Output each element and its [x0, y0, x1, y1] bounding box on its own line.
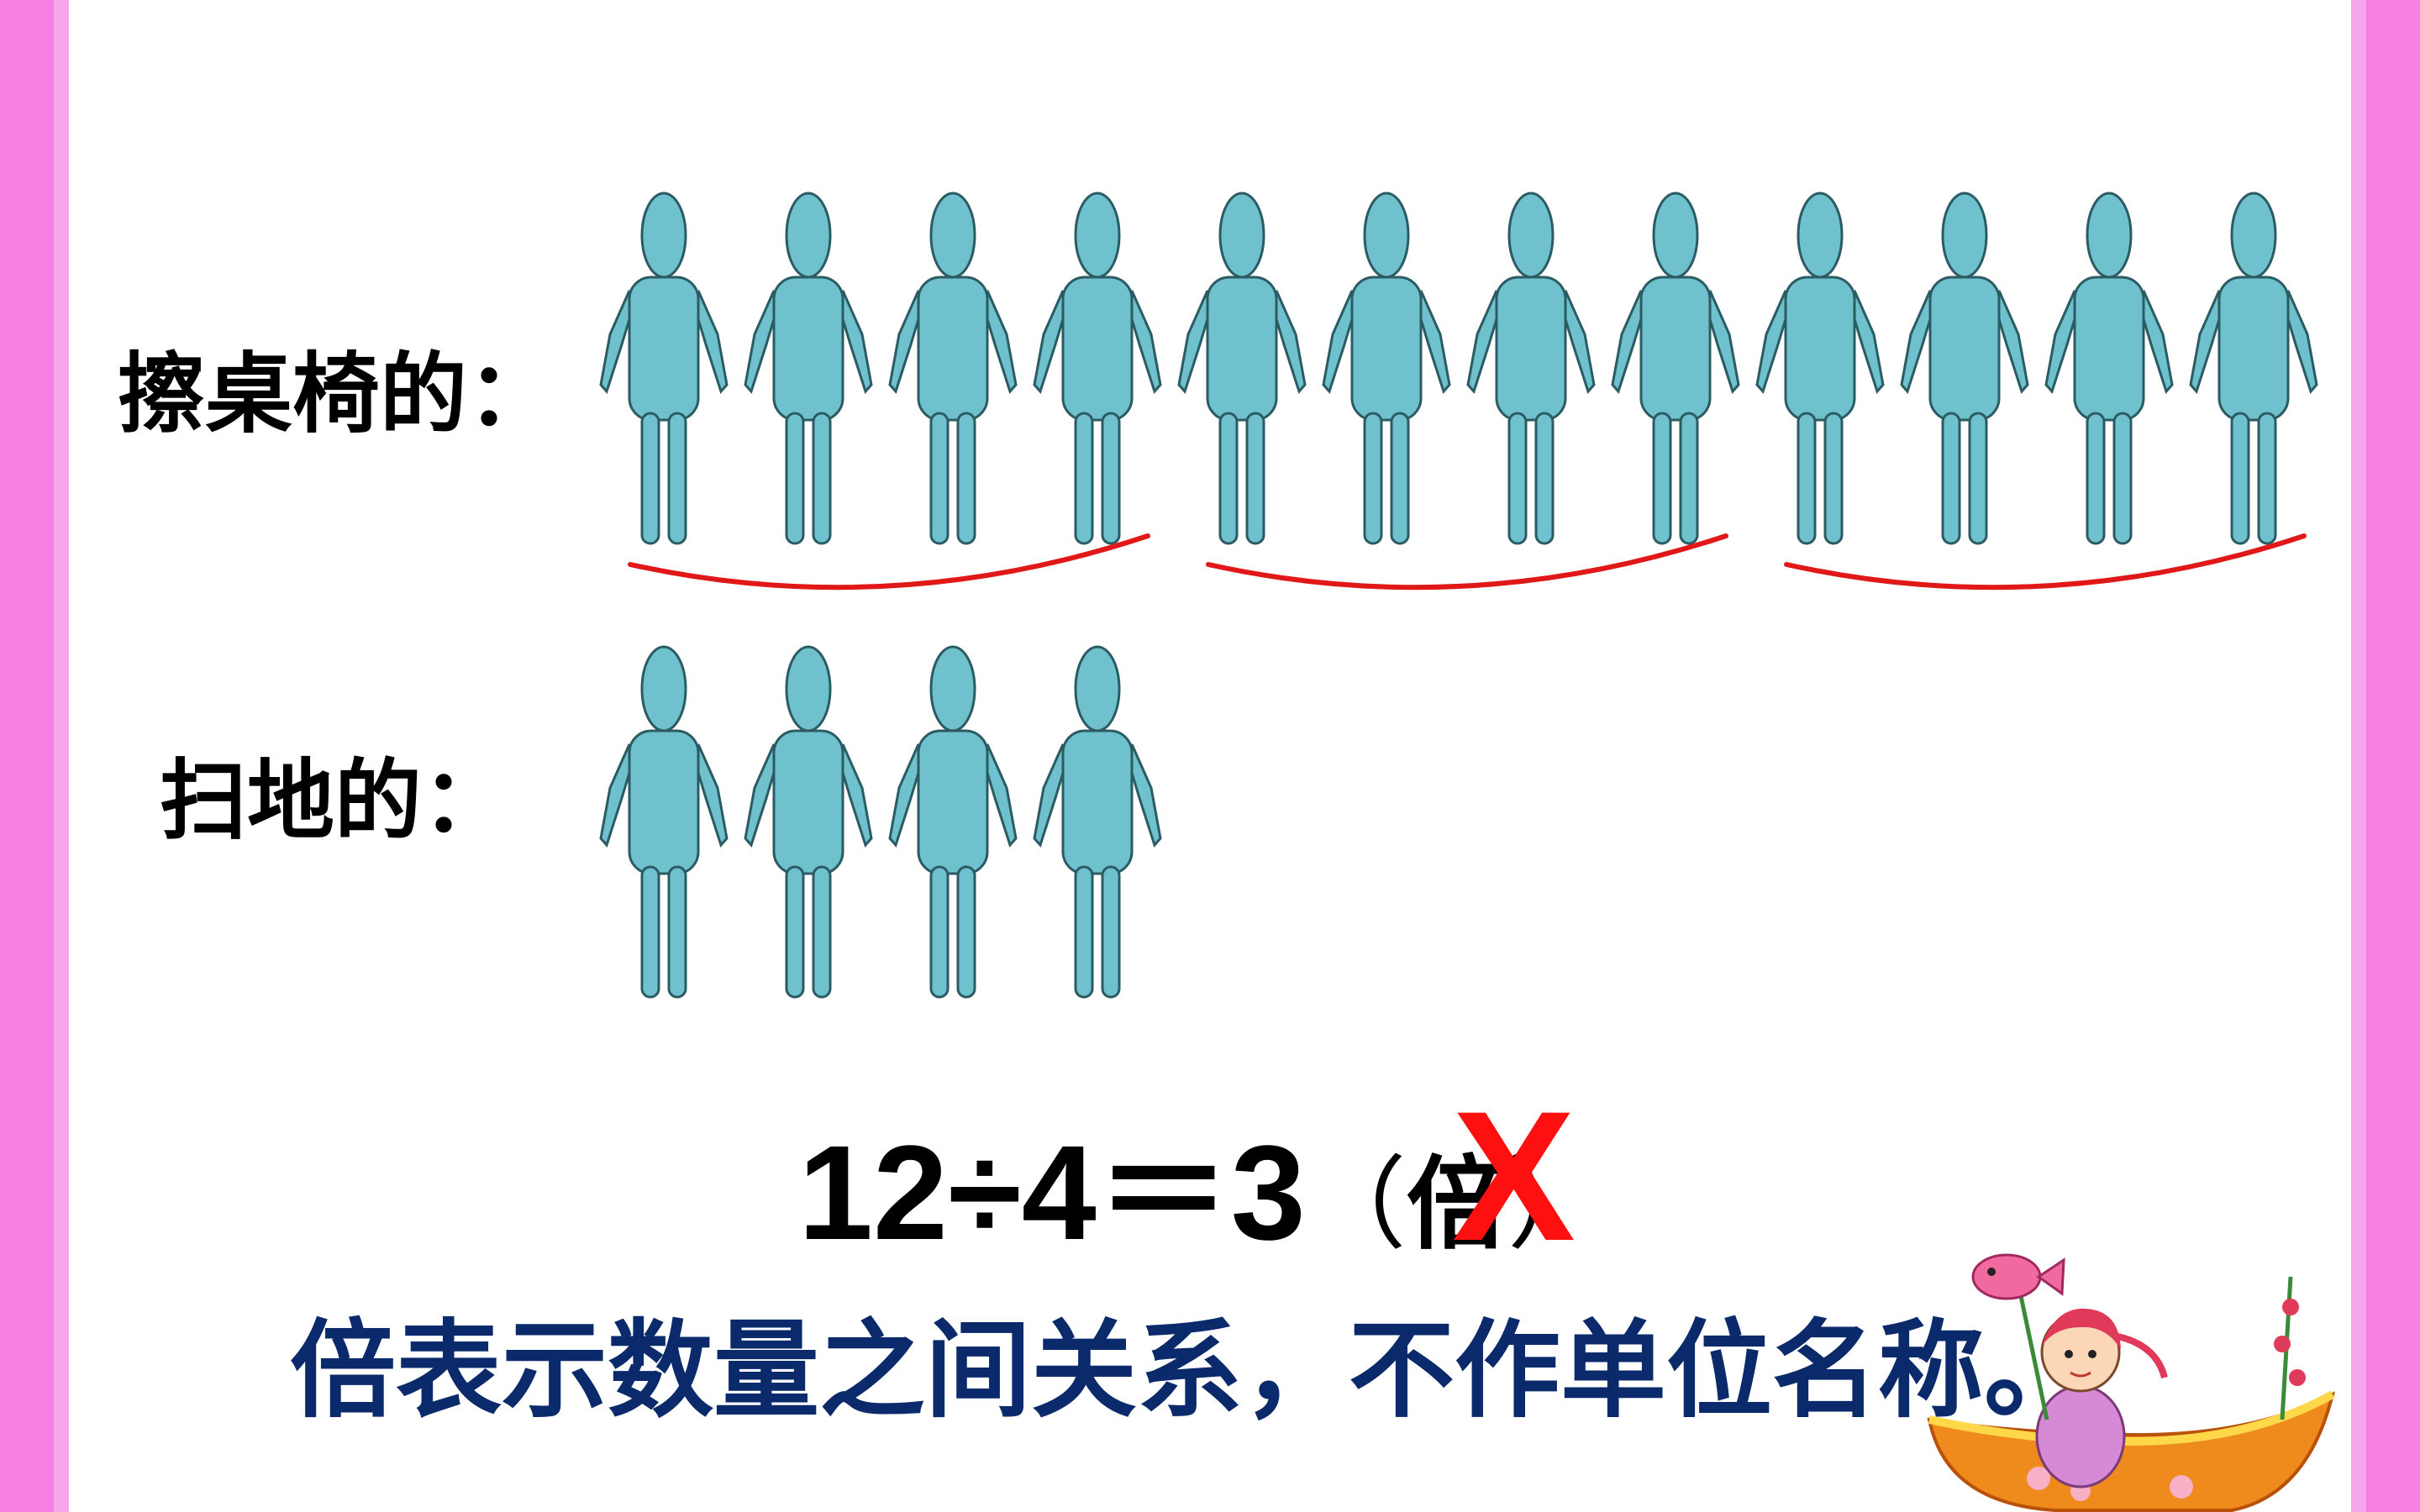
person-figure-icon	[744, 645, 873, 999]
person-figure-icon	[744, 192, 873, 545]
wipe-desks-figures	[599, 192, 2318, 545]
group-bracket	[628, 533, 1150, 591]
equation-expression: 12÷4＝3	[798, 1117, 1306, 1268]
person-figure-icon	[1755, 192, 1885, 545]
person-figure-icon	[888, 192, 1018, 545]
person-figure-icon	[599, 192, 729, 545]
person-figure-icon	[1177, 192, 1307, 545]
person-figure-icon	[1322, 192, 1451, 545]
group-bracket	[1206, 533, 1728, 591]
division-equation: 12÷4＝3（倍）	[798, 1084, 1608, 1278]
person-figure-icon	[599, 645, 729, 999]
person-figure-icon	[1033, 192, 1162, 545]
person-figure-icon	[1900, 192, 2029, 545]
person-figure-icon	[2044, 192, 2174, 545]
close-paren: ）	[1507, 1147, 1608, 1263]
person-figure-icon	[888, 645, 1018, 999]
group-brackets	[628, 533, 2307, 591]
label-sweep-floor: 扫地的：	[160, 749, 510, 852]
cross-mark: X	[1452, 1073, 1576, 1279]
girl-in-boat-illustration	[1927, 1253, 2335, 1512]
note-text: 倍表示数量之间关系，不作单位名称。	[290, 1309, 2090, 1432]
unit-times: 倍	[1406, 1147, 1507, 1263]
person-figure-icon	[1466, 192, 1596, 545]
open-paren: （	[1305, 1147, 1407, 1263]
person-figure-icon	[2189, 192, 2318, 545]
sweep-floor-figures	[599, 645, 1162, 999]
group-bracket	[1784, 533, 2307, 591]
label-wipe-desks: 擦桌椅的：	[118, 343, 555, 445]
person-figure-icon	[1611, 192, 1740, 545]
person-figure-icon	[1033, 645, 1162, 999]
left-border-inner	[54, 0, 69, 1512]
right-border-inner	[2351, 0, 2366, 1512]
